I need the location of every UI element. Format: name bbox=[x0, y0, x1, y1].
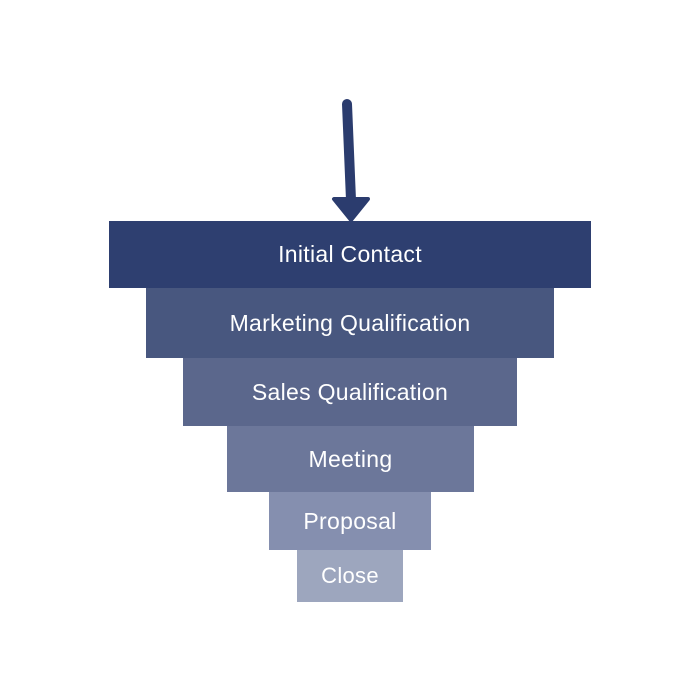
funnel-stage-label: Proposal bbox=[303, 507, 397, 534]
funnel-stage-label: Initial Contact bbox=[278, 241, 422, 267]
funnel-stage-close: Close bbox=[297, 550, 403, 602]
funnel-stage-label: Close bbox=[321, 563, 379, 588]
funnel-stage-sales-qualification: Sales Qualification bbox=[183, 358, 517, 426]
funnel-stage-meeting: Meeting bbox=[227, 426, 474, 492]
funnel-stage-label: Marketing Qualification bbox=[229, 309, 471, 336]
funnel-stage-initial-contact: Initial Contact bbox=[109, 221, 591, 288]
arrow-head bbox=[332, 197, 370, 222]
arrow-shaft bbox=[342, 99, 356, 205]
funnel-stage-proposal: Proposal bbox=[269, 492, 431, 550]
funnel-stage-label: Sales Qualification bbox=[251, 378, 449, 405]
funnel-stage-marketing-qualification: Marketing Qualification bbox=[146, 288, 554, 358]
funnel-stage-label: Meeting bbox=[308, 445, 393, 472]
